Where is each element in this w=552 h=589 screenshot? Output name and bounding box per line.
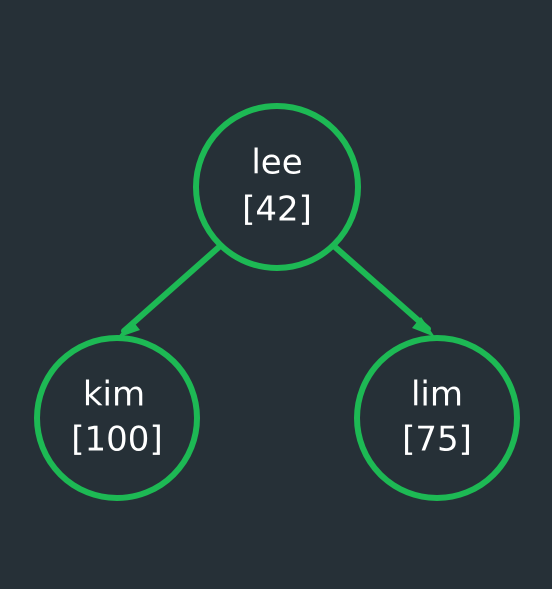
node-value-kim: [100] — [71, 420, 162, 460]
edge-lee-lim — [332, 244, 431, 332]
tree-node-lee[interactable]: lee [42] — [193, 103, 361, 271]
tree-node-lim[interactable]: lim [75] — [354, 335, 520, 501]
node-name-lim: lim — [411, 375, 463, 415]
edges-layer — [117, 244, 435, 338]
node-circle — [354, 335, 520, 501]
node-name-lee: lee — [251, 143, 302, 183]
edge-lee-lim-arrowhead — [412, 317, 435, 337]
node-value-lim: [75] — [402, 420, 472, 460]
edge-lee-kim — [121, 244, 222, 334]
node-circle — [34, 335, 200, 501]
node-circle — [193, 103, 361, 271]
node-value-lee: [42] — [242, 190, 312, 230]
node-name-kim: kim — [83, 375, 145, 415]
tree-node-kim[interactable]: kim [100] — [34, 335, 200, 501]
edge-lee-kim-arrowhead — [117, 320, 140, 338]
